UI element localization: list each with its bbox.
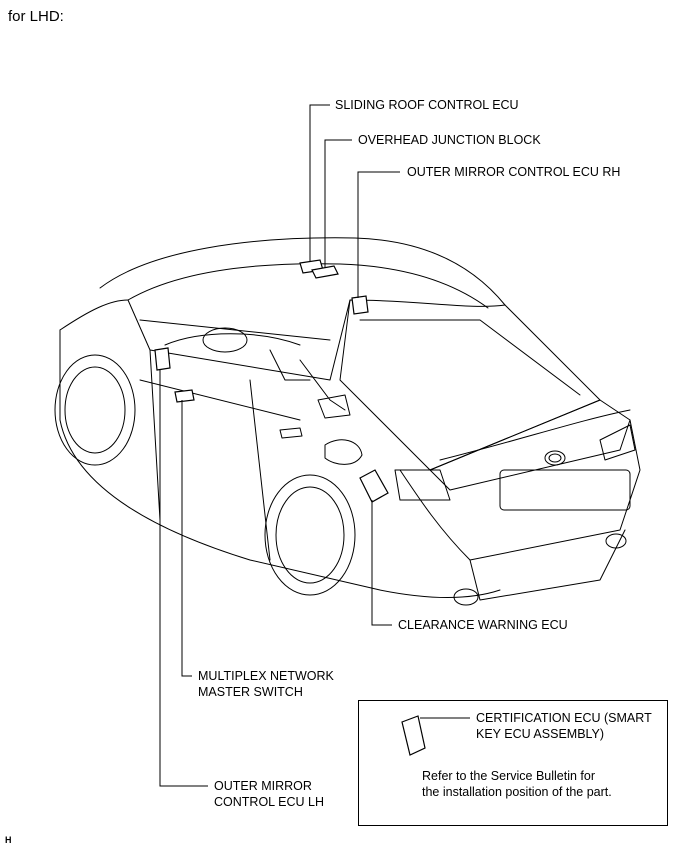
label-sliding-roof-control-ecu: SLIDING ROOF CONTROL ECU: [335, 98, 519, 112]
note-refer-line1: Refer to the Service Bulletin for: [422, 769, 595, 783]
label-multiplex-network-line1: MULTIPLEX NETWORK: [198, 669, 334, 683]
label-certification-ecu-line2: KEY ECU ASSEMBLY): [476, 727, 605, 741]
certification-ecu-part: [401, 715, 426, 756]
outer-mirror-ecu-lh-part: [154, 347, 171, 371]
clearance-warning-ecu-part: [359, 469, 389, 503]
label-certification-ecu-line1: CERTIFICATION ECU (SMART: [476, 711, 652, 725]
overhead-junction-block-part: [311, 265, 339, 279]
car-outline: [54, 237, 641, 606]
leader-lines: [159, 104, 470, 787]
page-title: for LHD:: [8, 8, 64, 25]
label-clearance-warning-ecu: CLEARANCE WARNING ECU: [398, 618, 568, 632]
footer-code: H: [5, 835, 12, 845]
label-outer-mirror-lh-line2: CONTROL ECU LH: [214, 795, 324, 809]
certification-note-box: [358, 700, 668, 826]
multiplex-master-switch-part: [174, 389, 195, 403]
component-parts: [154, 259, 426, 756]
label-outer-mirror-lh-line1: OUTER MIRROR: [214, 779, 312, 793]
label-outer-mirror-control-ecu-rh: OUTER MIRROR CONTROL ECU RH: [407, 165, 621, 179]
outer-mirror-ecu-rh-part: [351, 295, 369, 315]
label-overhead-junction-block: OVERHEAD JUNCTION BLOCK: [358, 133, 541, 147]
label-multiplex-network-line2: MASTER SWITCH: [198, 685, 303, 699]
note-refer-line2: the installation position of the part.: [422, 785, 612, 799]
